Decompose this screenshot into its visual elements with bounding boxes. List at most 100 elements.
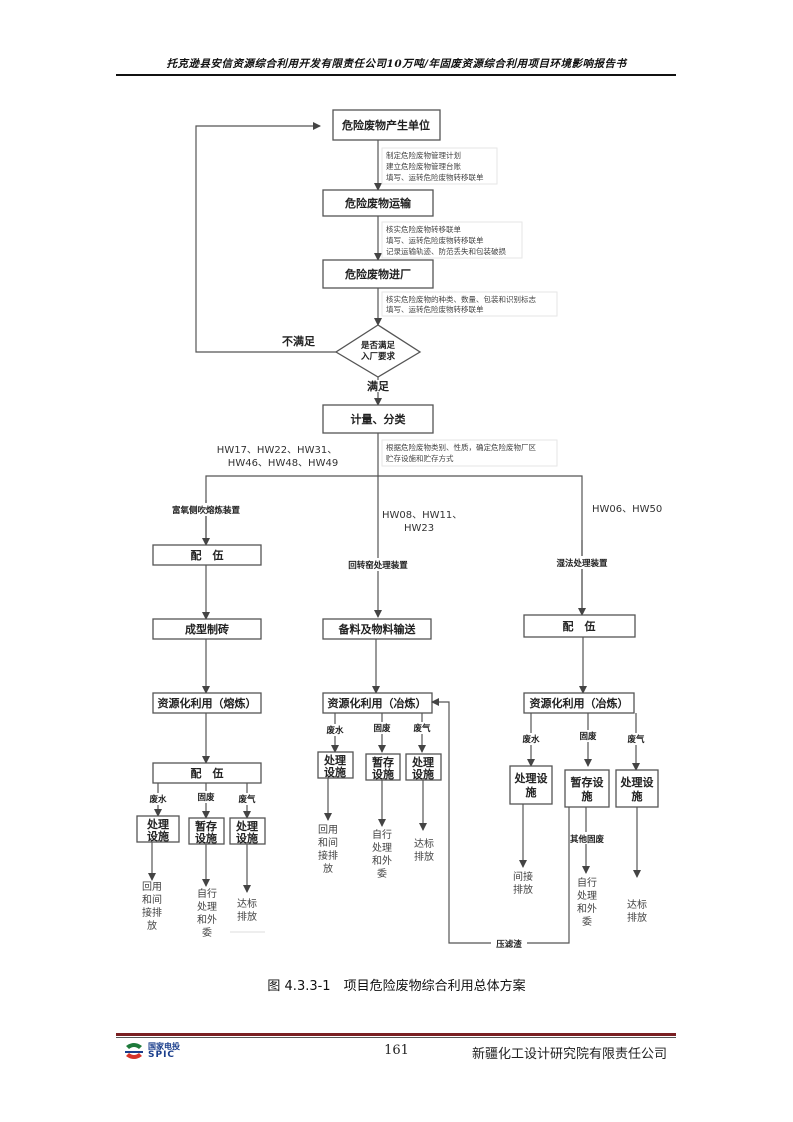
left-gas-label: 废气 — [238, 794, 256, 805]
header-rule — [116, 74, 676, 76]
left-water-facility-line2: 设施 — [147, 829, 169, 843]
middle-solid-facility-line2: 设施 — [372, 767, 394, 781]
right-solid-out-2: 处理 — [577, 890, 597, 902]
other-solid-bg — [569, 832, 605, 844]
left-step1-box — [152, 544, 262, 566]
note-1-line-2: 建立危险废物管理台账 — [386, 161, 461, 171]
left-gas-facility-line1: 处理 — [235, 819, 258, 833]
left-water-out-2: 和间 — [142, 893, 162, 906]
left-solid-facility-line1: 暂存 — [195, 819, 217, 833]
note-4-line-1: 根据危险废物类别、性质，确定危险废物厂区 — [386, 442, 536, 452]
middle-step1-label: 备料及物料输送 — [338, 622, 417, 636]
right-water-facility-line2: 施 — [526, 785, 537, 799]
left-step3-box — [152, 692, 262, 714]
left-device-label: 富氧侧吹熔炼装置 — [172, 505, 241, 516]
right-solid-out-1: 自行 — [577, 876, 597, 889]
spic-logo-icon — [123, 1042, 145, 1060]
middle-solid-facility-line1: 暂存 — [372, 755, 394, 769]
left-codes-line-1: HW17、HW22、HW31、 — [217, 445, 337, 456]
decision-line-1: 是否满足 — [360, 340, 396, 351]
left-step4-label: 配 伍 — [191, 766, 224, 780]
middle-step1-box — [322, 618, 432, 640]
middle-gas-facility-line1: 处理 — [411, 755, 434, 769]
box-classify-label: 计量、分类 — [351, 412, 407, 426]
middle-step2-label: 资源化利用（冶炼） — [328, 696, 427, 710]
left-streams: 废水 固废 废气 处理 设施 暂存 设施 处理 设施 回用 和间 接排 放 自行… — [136, 783, 266, 939]
note-1-line-1: 制定危险废物管理计划 — [386, 150, 461, 160]
right-water-label-bg — [520, 733, 542, 745]
left-solid-out-1: 自行 — [197, 887, 217, 900]
left-water-facility-line1: 处理 — [146, 817, 169, 831]
right-solid-label-bg — [577, 730, 599, 742]
middle-solid-label: 固废 — [373, 723, 391, 734]
left-solid-label-bg — [195, 791, 217, 803]
document-header-title: 托克逊县安信资源综合利用开发有限责任公司10万吨/年固废资源综合利用项目环境影响… — [166, 58, 627, 70]
right-gas-out-1: 达标 — [627, 899, 647, 911]
right-gas-facility-line2: 施 — [632, 789, 643, 803]
middle-device-label: 回转窑处理装置 — [348, 560, 408, 571]
right-water-facility — [509, 765, 553, 805]
left-solid-facility — [188, 817, 225, 845]
right-device-label: 湿法处理装置 — [556, 558, 608, 569]
left-step3-label: 资源化利用（熔炼） — [158, 696, 257, 710]
left-step2-box — [152, 618, 262, 640]
middle-solid-label-bg — [371, 722, 393, 734]
right-device-bg — [552, 556, 612, 569]
spic-logo: 国家电投 SPIC — [123, 1042, 180, 1060]
left-water-out-3: 接排 — [142, 906, 162, 919]
left-gas-facility-line2: 设施 — [236, 831, 258, 845]
right-streams: 废水 固废 废气 处理设 施 暂存设 施 处理设 施 其他固废 间接 排放 自行… — [431, 698, 659, 950]
left-solid-out-4: 委 — [202, 926, 212, 939]
middle-streams: 废水 固废 废气 处理 设施 暂存 设施 处理 设施 回用 和间 接排 放 自行… — [317, 713, 442, 880]
left-solid-label: 固废 — [197, 792, 215, 803]
middle-water-facility-line2: 设施 — [324, 765, 346, 779]
middle-water-facility-line1: 处理 — [323, 753, 346, 767]
left-water-out-1: 回用 — [142, 881, 162, 893]
middle-gas-label-bg — [411, 722, 433, 734]
middle-gas-out-2: 排放 — [414, 850, 434, 863]
right-solid-out-3: 和外 — [577, 903, 597, 915]
box-generator — [332, 109, 441, 141]
middle-solid-out-2: 处理 — [372, 842, 392, 854]
footer-organization: 新疆化工设计研究院有限责任公司 — [471, 1047, 667, 1062]
filter-residue-label: 压滤渣 — [496, 939, 522, 950]
note-2-line-2: 填写、运转危险废物转移联单 — [386, 235, 484, 245]
right-gas-label-bg — [625, 733, 647, 745]
middle-solid-out-3: 和外 — [372, 855, 392, 867]
footer-rule-thin — [116, 1037, 676, 1038]
right-gas-facility — [615, 769, 659, 808]
middle-gas-facility-line2: 设施 — [412, 767, 434, 781]
left-codes-line-2: HW46、HW48、HW49 — [228, 458, 338, 469]
middle-solid-out-1: 自行 — [372, 828, 392, 841]
left-step4-box — [152, 762, 262, 784]
note-4-line-2: 贮存设施和贮存方式 — [386, 453, 454, 463]
middle-solid-out-4: 委 — [377, 867, 387, 880]
box-entry — [322, 259, 434, 289]
other-solid-waste-label: 其他固废 — [570, 834, 605, 845]
middle-codes-line-2: HW23 — [404, 523, 434, 534]
right-step2-label: 资源化利用（冶炼） — [530, 696, 629, 710]
split-line — [205, 475, 583, 615]
left-gas-out-2: 排放 — [237, 910, 257, 923]
right-step1-label: 配 伍 — [563, 619, 596, 633]
middle-water-out-4: 放 — [323, 862, 333, 875]
figure-caption: 图 4.3.3-1 项目危险废物综合利用总体方案 — [267, 979, 526, 994]
left-water-label-bg — [147, 793, 169, 805]
right-solid-facility-line2: 施 — [582, 789, 593, 803]
right-gas-out-2: 排放 — [627, 911, 647, 924]
left-water-facility — [136, 815, 180, 843]
middle-water-label: 废水 — [326, 725, 344, 736]
right-water-label: 废水 — [522, 734, 540, 745]
middle-water-label-bg — [324, 724, 346, 736]
box-generator-label: 危险废物产生单位 — [341, 118, 430, 132]
note-box-4 — [381, 439, 558, 467]
left-device-bg — [168, 503, 244, 516]
no-label: 不满足 — [282, 334, 316, 348]
middle-device-bg — [343, 558, 413, 571]
middle-water-out-1: 回用 — [318, 824, 338, 836]
note-2-line-1: 核实危险废物转移联单 — [386, 224, 461, 234]
right-solid-facility — [564, 769, 610, 808]
note-box-3 — [381, 291, 558, 317]
note-3-line-1: 核实危险废物的种类、数量、包装和识别标志 — [386, 294, 536, 304]
